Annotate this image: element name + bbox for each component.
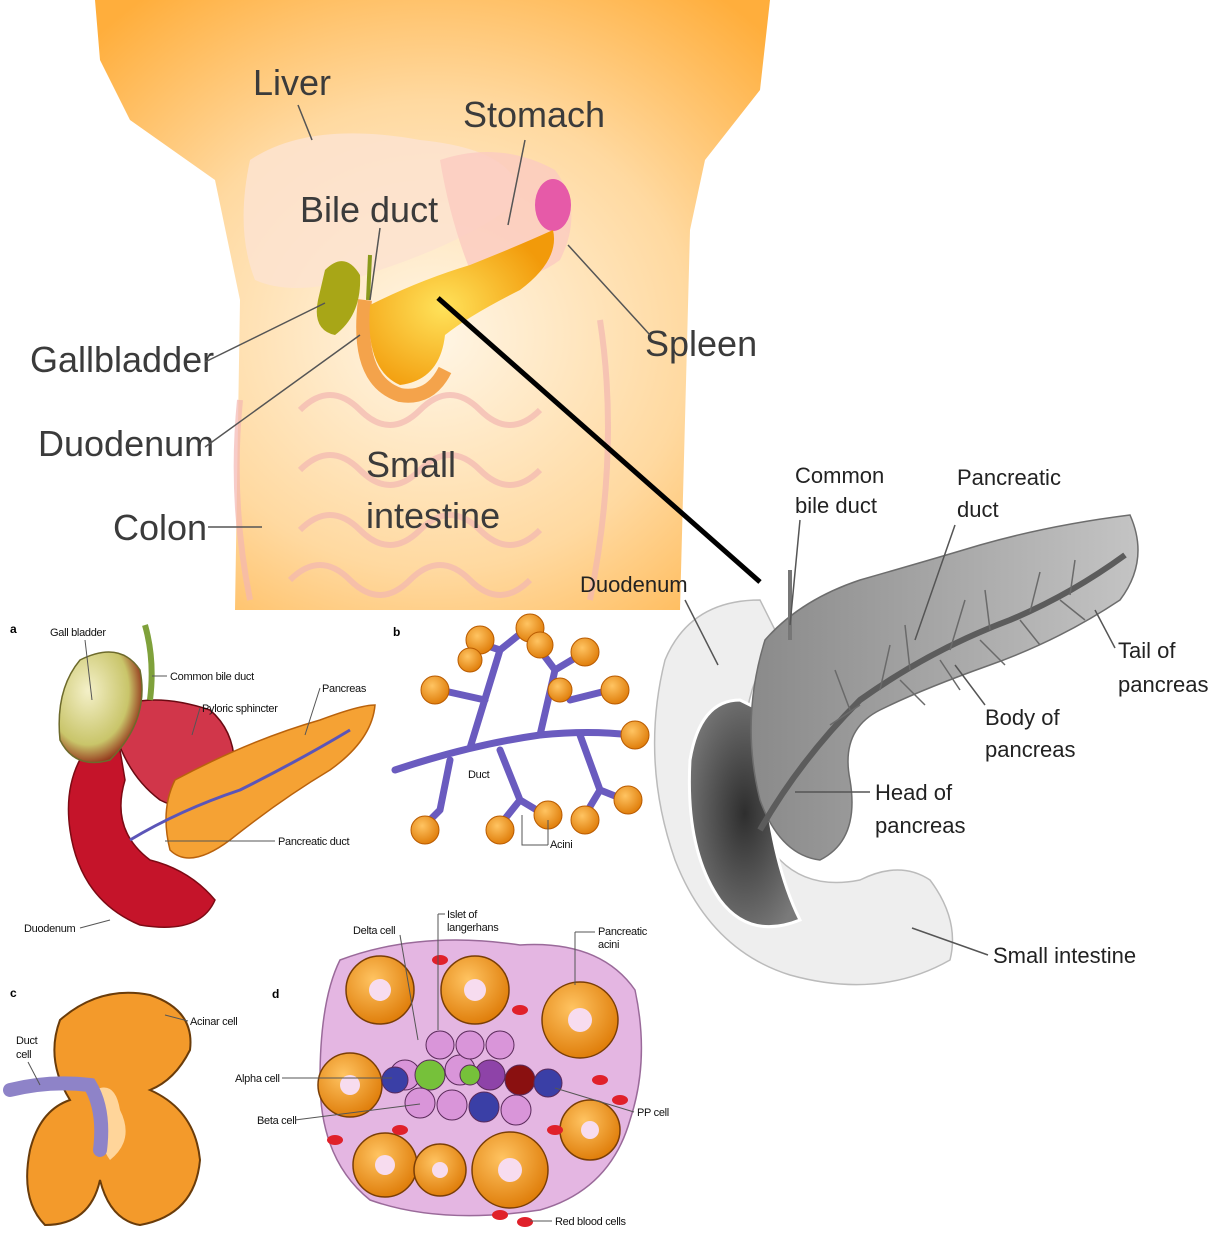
panel-b: b Duct Acini xyxy=(393,614,649,851)
label-a-gall-bladder: Gall bladder xyxy=(50,627,106,639)
label-d-alpha-cell: Alpha cell xyxy=(235,1073,280,1085)
label-tail-1: Tail of xyxy=(1118,638,1176,663)
panel-b-letter: b xyxy=(393,625,400,639)
label-tail-2: pancreas xyxy=(1118,672,1209,697)
acinus xyxy=(614,786,642,814)
label-duodenum: Duodenum xyxy=(38,423,214,464)
acinus xyxy=(421,676,449,704)
label-common-bile-duct-2: bile duct xyxy=(795,493,877,518)
panel-c: c Duct cell Acinar cell xyxy=(10,986,237,1225)
label-bile-duct: Bile duct xyxy=(300,189,438,230)
label-b-duct: Duct xyxy=(468,769,490,781)
panel-a: a Gall bladder Common bile duct Pyloric … xyxy=(10,622,375,935)
label-colon: Colon xyxy=(113,507,207,548)
acinus xyxy=(601,676,629,704)
label-c-acinar-cell: Acinar cell xyxy=(190,1016,237,1028)
label-a-pyloric-sphincter: Pyloric sphincter xyxy=(202,703,278,715)
panel-a-letter: a xyxy=(10,622,17,636)
acinus xyxy=(621,721,649,749)
label-c-duct-cell-2: cell xyxy=(16,1049,31,1061)
label-d-islet-1: Islet of xyxy=(447,909,478,921)
label-a-common-bile-duct: Common bile duct xyxy=(170,671,254,683)
acinus xyxy=(548,678,572,702)
label-a-duodenum: Duodenum xyxy=(24,923,76,935)
label-d-red-blood-cells: Red blood cells xyxy=(555,1216,627,1228)
label-small-intestine-1: Small xyxy=(366,444,456,485)
acinus xyxy=(527,632,553,658)
label-gallbladder: Gallbladder xyxy=(30,339,214,380)
label-d-pp-cell: PP cell xyxy=(637,1107,669,1119)
panel-c-letter: c xyxy=(10,986,17,1000)
label-small-intestine-2: intestine xyxy=(366,495,500,536)
label-spleen: Spleen xyxy=(645,323,757,364)
label-pancreatic-duct-2: duct xyxy=(957,497,999,522)
label-d-islet-2: langerhans xyxy=(447,922,499,934)
label-d-pancreatic-acini-1: Pancreatic xyxy=(598,926,648,938)
label-body-1: Body of xyxy=(985,705,1060,730)
label-head-2: pancreas xyxy=(875,813,966,838)
label-head-1: Head of xyxy=(875,780,953,805)
panel-a-bile-duct xyxy=(145,625,152,700)
label-pancreatic-duct-1: Pancreatic xyxy=(957,465,1061,490)
label-b-acini: Acini xyxy=(550,839,572,851)
acinus xyxy=(458,648,482,672)
label-body-2: pancreas xyxy=(985,737,1076,762)
label-gray-small-intestine: Small intestine xyxy=(993,943,1136,968)
acinus xyxy=(486,816,514,844)
label-d-delta-cell: Delta cell xyxy=(353,925,395,937)
label-stomach: Stomach xyxy=(463,94,605,135)
panel-d: d De xyxy=(235,909,669,1228)
panel-d-letter: d xyxy=(272,987,279,1001)
label-liver: Liver xyxy=(253,62,331,103)
acinus xyxy=(571,806,599,834)
label-gray-duodenum: Duodenum xyxy=(580,572,688,597)
spleen-shape xyxy=(535,179,571,231)
label-a-pancreatic-duct: Pancreatic duct xyxy=(278,836,350,848)
bile-duct-shape xyxy=(368,255,370,300)
label-c-duct-cell-1: Duct xyxy=(16,1035,38,1047)
label-a-pancreas: Pancreas xyxy=(322,683,367,695)
label-common-bile-duct-1: Common xyxy=(795,463,884,488)
acinus xyxy=(411,816,439,844)
gray-pancreas-body xyxy=(751,515,1138,860)
label-d-pancreatic-acini-2: acini xyxy=(598,939,619,951)
acinus xyxy=(571,638,599,666)
label-d-beta-cell: Beta cell xyxy=(257,1115,297,1127)
